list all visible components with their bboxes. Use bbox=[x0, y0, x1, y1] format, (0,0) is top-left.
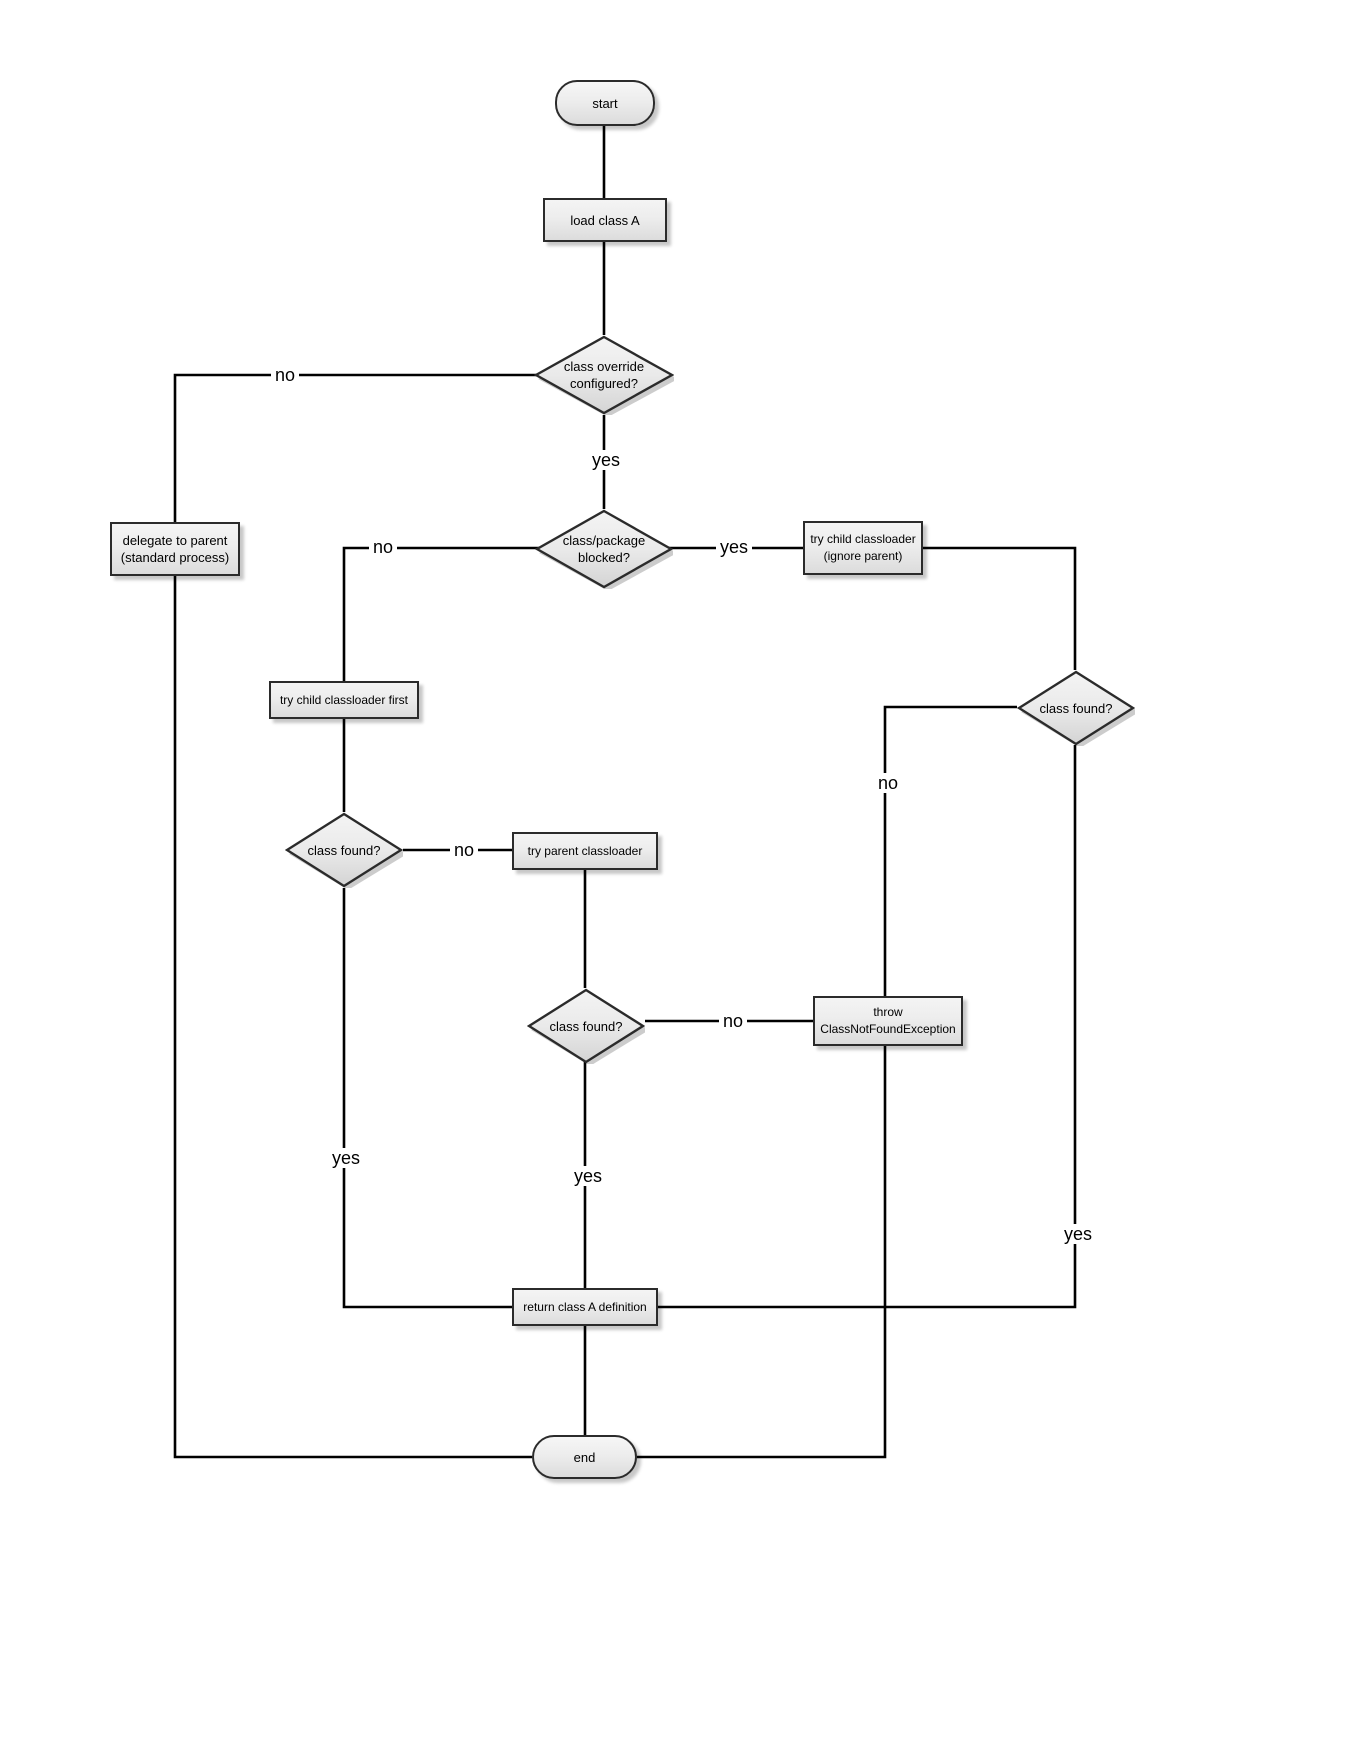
edge-blocked-no-to-childfirst bbox=[342, 546, 545, 681]
edge-label-found-right-no: no bbox=[874, 773, 903, 793]
node-try-parent-label: try parent classloader bbox=[527, 843, 643, 858]
node-try-child-ignore-label-2: (ignore parent) bbox=[823, 549, 903, 563]
node-throw-label-1: throw bbox=[873, 1005, 903, 1019]
edge-label-found-middle-no: no bbox=[450, 840, 479, 860]
edge-foundmid-yes-to-return bbox=[342, 888, 512, 1309]
node-delegate-to-parent[interactable]: delegate to parent (standard process) bbox=[110, 522, 240, 576]
label-line-2: blocked? bbox=[577, 550, 631, 565]
node-class-package-blocked[interactable]: class/package blocked? bbox=[535, 509, 673, 589]
label-line-2: configured? bbox=[570, 376, 638, 391]
node-delegate-to-parent-label-1: delegate to parent bbox=[122, 533, 228, 548]
node-throw-label-2: ClassNotFoundException bbox=[820, 1022, 956, 1036]
node-class-found-middle[interactable]: class found? bbox=[285, 812, 403, 888]
edge-delegate-to-end bbox=[173, 576, 532, 1459]
node-return-label: return class A definition bbox=[523, 1299, 647, 1314]
edge-foundright-no-to-throw bbox=[883, 705, 1017, 996]
node-class-override-configured[interactable]: class override configured? bbox=[534, 335, 674, 415]
node-try-child-classloader-first[interactable]: try child classloader first bbox=[269, 681, 419, 719]
node-end[interactable]: end bbox=[532, 1435, 637, 1479]
edge-throw-to-end bbox=[637, 1046, 887, 1459]
edge-label-blocked-yes: yes bbox=[716, 537, 753, 557]
node-start[interactable]: start bbox=[555, 80, 655, 126]
node-class-found-low-label: class found? bbox=[549, 1018, 623, 1034]
diamond-shape bbox=[535, 509, 673, 589]
node-class-override-configured-label: class override configured? bbox=[558, 358, 650, 392]
edge-label-blocked-no: no bbox=[369, 537, 398, 557]
edge-label-found-low-yes: yes bbox=[570, 1166, 607, 1186]
edge-label-override-no: no bbox=[271, 365, 300, 385]
node-try-parent-classloader[interactable]: try parent classloader bbox=[512, 832, 658, 870]
node-try-child-first-label: try child classloader first bbox=[279, 692, 409, 707]
edge-foundright-yes-to-return bbox=[658, 745, 1077, 1309]
edge-label-override-yes: yes bbox=[588, 450, 625, 470]
node-load-class-a-label: load class A bbox=[570, 212, 640, 228]
node-try-child-ignore-label-1: try child classloader bbox=[810, 532, 916, 546]
diamond-shape bbox=[285, 812, 403, 888]
node-class-found-right-label: class found? bbox=[1039, 700, 1113, 716]
node-throw-class-not-found-exception[interactable]: throw ClassNotFoundException bbox=[813, 996, 963, 1046]
node-load-class-a[interactable]: load class A bbox=[543, 198, 667, 242]
node-end-label: end bbox=[573, 1449, 596, 1465]
node-class-found-low[interactable]: class found? bbox=[527, 988, 645, 1064]
edge-label-found-right-yes: yes bbox=[1060, 1224, 1097, 1244]
edge-label-found-low-no: no bbox=[719, 1011, 748, 1031]
label-line-1: class override bbox=[563, 359, 645, 374]
node-class-package-blocked-label: class/package blocked? bbox=[557, 532, 651, 566]
node-delegate-to-parent-label-2: (standard process) bbox=[120, 550, 230, 565]
edge-childignore-to-foundright bbox=[923, 546, 1077, 670]
edge-label-found-middle-yes: yes bbox=[328, 1148, 365, 1168]
diamond-shape bbox=[527, 988, 645, 1064]
label-line-1: class/package bbox=[562, 533, 646, 548]
node-class-found-right[interactable]: class found? bbox=[1017, 670, 1135, 746]
node-class-found-middle-label: class found? bbox=[307, 842, 381, 858]
node-try-child-classloader-ignore-parent[interactable]: try child classloader (ignore parent) bbox=[803, 521, 923, 575]
edge-override-no-to-delegate bbox=[173, 373, 544, 522]
node-return-class-a-definition[interactable]: return class A definition bbox=[512, 1288, 658, 1326]
node-start-label: start bbox=[592, 95, 618, 111]
diamond-shape bbox=[1017, 670, 1135, 746]
diamond-shape bbox=[534, 335, 674, 415]
